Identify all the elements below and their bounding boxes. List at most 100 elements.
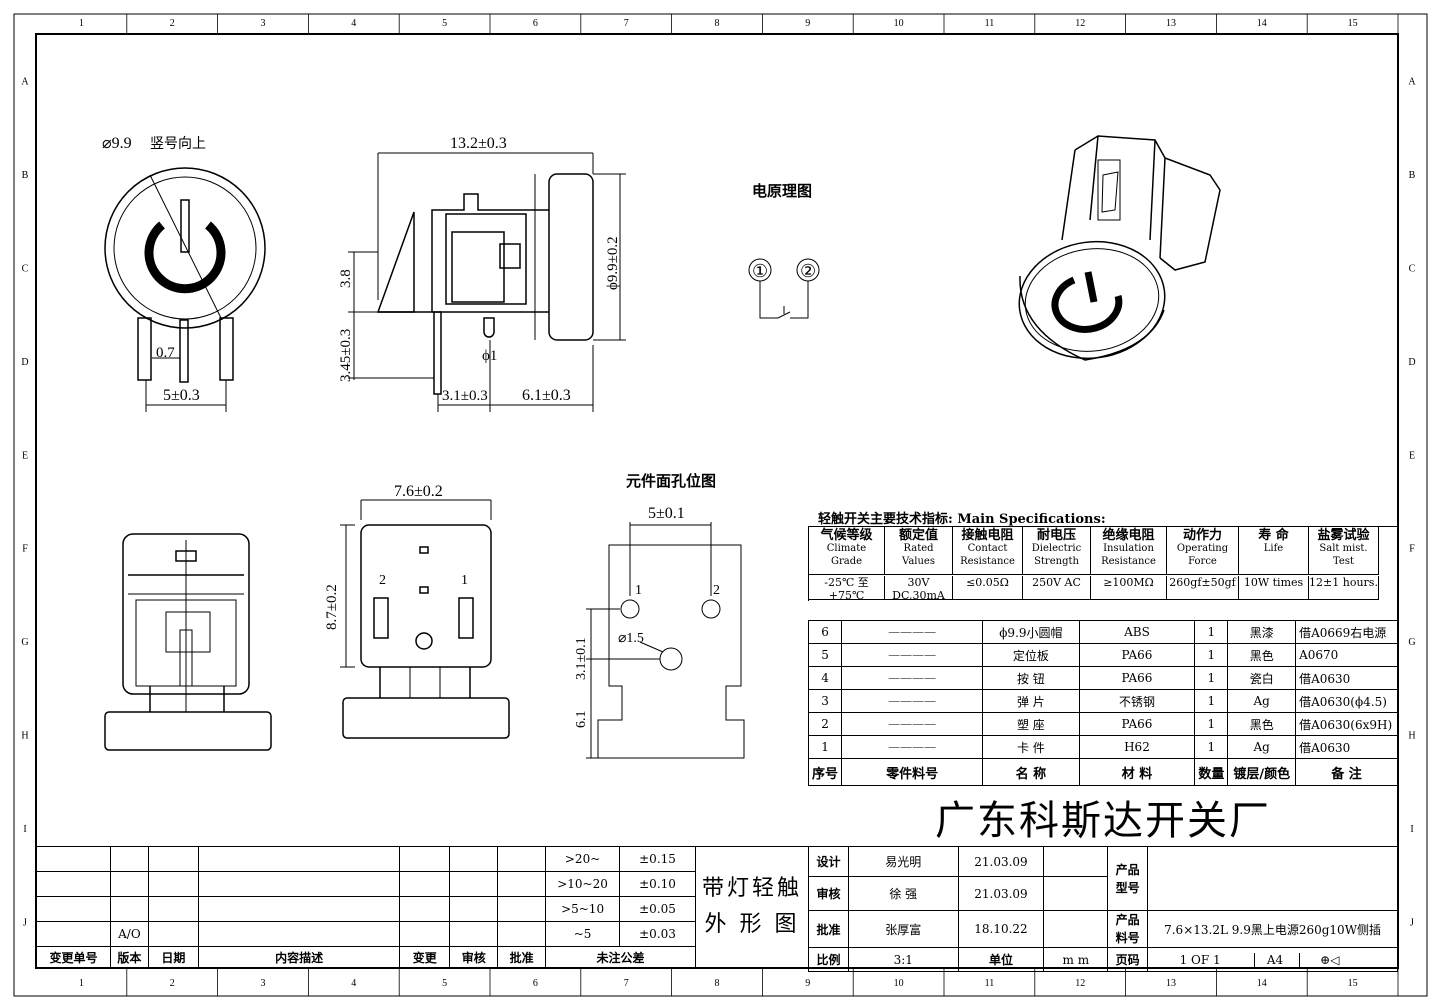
rev-h-approve: 批准 bbox=[497, 946, 547, 969]
bom-cell-finish: 瓷白 bbox=[1227, 666, 1297, 690]
bom-h-no: 序号 bbox=[807, 758, 843, 786]
grid-row-label-right: A bbox=[1408, 77, 1416, 88]
scale-label: 比例 bbox=[808, 947, 849, 972]
revision-cell bbox=[399, 846, 451, 872]
grid-col-label-top: 9 bbox=[805, 18, 810, 29]
bom-cell-part: ———— bbox=[841, 712, 984, 736]
holes-d1-5: ⌀1.5 bbox=[618, 631, 644, 646]
grid-col-label-top: 7 bbox=[624, 18, 629, 29]
revision-cell bbox=[449, 871, 499, 897]
grid-col-label-bottom: 5 bbox=[442, 978, 447, 989]
grid-col-label-bottom: 1 bbox=[79, 978, 84, 989]
tolerance-range: >10~20 bbox=[545, 871, 621, 897]
tolerance-value: ±0.03 bbox=[619, 921, 696, 947]
grid-col-label-bottom: 8 bbox=[715, 978, 720, 989]
grid-row-label-left: C bbox=[22, 264, 29, 275]
circuit-pin1: ① bbox=[752, 261, 768, 281]
title-block: 设计 易光明 21.03.09 产品型号 审核 徐 强 21.03.09 批准 … bbox=[808, 846, 1398, 972]
check-name: 徐 强 bbox=[847, 876, 959, 911]
top-note-label: 竖号向上 bbox=[150, 136, 206, 152]
revision-cell bbox=[36, 871, 111, 897]
model-label: 产品型号 bbox=[1107, 846, 1149, 911]
bom-cell-material: H62 bbox=[1078, 735, 1196, 759]
bom-h-note: 备 注 bbox=[1295, 758, 1398, 786]
spec-header-en1: Insulation bbox=[1103, 543, 1154, 554]
bom-cell-qty: 1 bbox=[1194, 620, 1229, 644]
bom-cell-no: 2 bbox=[807, 712, 843, 736]
revision-row: A/O~5±0.03 bbox=[36, 921, 696, 947]
grid-col-label-bottom: 6 bbox=[533, 978, 538, 989]
grid-col-label-bottom: 2 bbox=[170, 978, 175, 989]
tolerance-value: ±0.15 bbox=[619, 846, 696, 872]
bom-cell-note: 借A0630 bbox=[1295, 735, 1398, 759]
grid-col-label-top: 15 bbox=[1348, 18, 1358, 29]
spec-header-en1: Operating bbox=[1176, 543, 1229, 554]
design-name: 易光明 bbox=[847, 846, 959, 877]
revision-row: >20~±0.15 bbox=[36, 846, 696, 872]
bom-cell-no: 5 bbox=[807, 643, 843, 667]
spec-header-en1: Dielectric bbox=[1031, 543, 1082, 554]
bom-cell-part: ———— bbox=[841, 666, 984, 690]
bom-cell-qty: 1 bbox=[1194, 643, 1229, 667]
tolerance-range: >5~10 bbox=[545, 896, 621, 922]
bom-cell-name: ϕ9.9小圆帽 bbox=[982, 620, 1080, 644]
dim-7-6: 7.6±0.2 bbox=[394, 483, 443, 500]
check-date: 21.03.09 bbox=[957, 876, 1045, 911]
spec-header-en1: Salt mist. bbox=[1319, 543, 1368, 554]
bom-cell-name: 定位板 bbox=[982, 643, 1080, 667]
unit-label: 单位 bbox=[988, 953, 1013, 967]
grid-row-label-left: E bbox=[22, 450, 28, 461]
spec-value-cell: 12±1 hours. bbox=[1309, 576, 1379, 600]
grid-col-label-top: 14 bbox=[1257, 18, 1267, 29]
bom-cell-no: 4 bbox=[807, 666, 843, 690]
bom-cell-material: PA66 bbox=[1078, 643, 1196, 667]
spec-header-en2: Strength bbox=[1034, 556, 1079, 567]
grid-row-label-right: D bbox=[1408, 357, 1415, 368]
revision-cell bbox=[36, 896, 111, 922]
bom-cell-part: ———— bbox=[841, 689, 984, 713]
tolerance-range: ~5 bbox=[545, 921, 621, 947]
grid-col-label-top: 13 bbox=[1166, 18, 1176, 29]
revision-cell bbox=[36, 921, 111, 947]
projection-symbol-icon: ⊕◁ bbox=[1298, 952, 1360, 967]
grid-col-label-bottom: 14 bbox=[1257, 978, 1267, 989]
bom-cell-no: 3 bbox=[807, 689, 843, 713]
bom-cell-material: PA66 bbox=[1078, 666, 1196, 690]
revision-cell bbox=[197, 921, 401, 947]
bom-cell-finish: Ag bbox=[1227, 735, 1297, 759]
dim-3-45: 3.45±0.3 bbox=[338, 329, 354, 382]
rev-h-general-tol: 未注公差 bbox=[545, 946, 696, 969]
spec-header-cn: 寿 命 bbox=[1258, 528, 1289, 543]
tolerance-value: ±0.10 bbox=[619, 871, 696, 897]
grid-row-label-right: I bbox=[1410, 824, 1413, 835]
page-value: 1 OF 1 bbox=[1179, 952, 1221, 967]
grid-col-label-top: 4 bbox=[351, 18, 356, 29]
rev-h-check: 审核 bbox=[449, 946, 499, 969]
unit-value: m m bbox=[1043, 947, 1109, 972]
grid-col-label-top: 2 bbox=[170, 18, 175, 29]
spec-header-cn: 接触电阻 bbox=[961, 528, 1014, 543]
spec-value-cell: 30V DC,30mA bbox=[885, 576, 953, 602]
approve-name: 张厚富 bbox=[847, 910, 959, 948]
dim-phi1: ϕ1 bbox=[482, 348, 497, 364]
revision-cell bbox=[497, 846, 547, 872]
grid-row-label-right: F bbox=[1409, 544, 1415, 555]
holes-dim-3-1: 3.1±0.1 bbox=[574, 637, 589, 680]
grid-row-label-left: A bbox=[21, 77, 29, 88]
grid-row-label-left: H bbox=[21, 731, 28, 742]
partno-label: 产品料号 bbox=[1107, 910, 1149, 948]
spec-header-en1: Contact bbox=[967, 543, 1008, 554]
front-pin2-label: 2 bbox=[379, 573, 386, 588]
rev-h-version: 版本 bbox=[109, 946, 149, 969]
spec-value-cell: -25℃ 至 +75℃ bbox=[809, 576, 885, 602]
spec-header-cn: 耐电压 bbox=[1036, 528, 1076, 543]
bom-cell-finish: 黑色 bbox=[1227, 712, 1297, 736]
revision-cell bbox=[399, 896, 451, 922]
